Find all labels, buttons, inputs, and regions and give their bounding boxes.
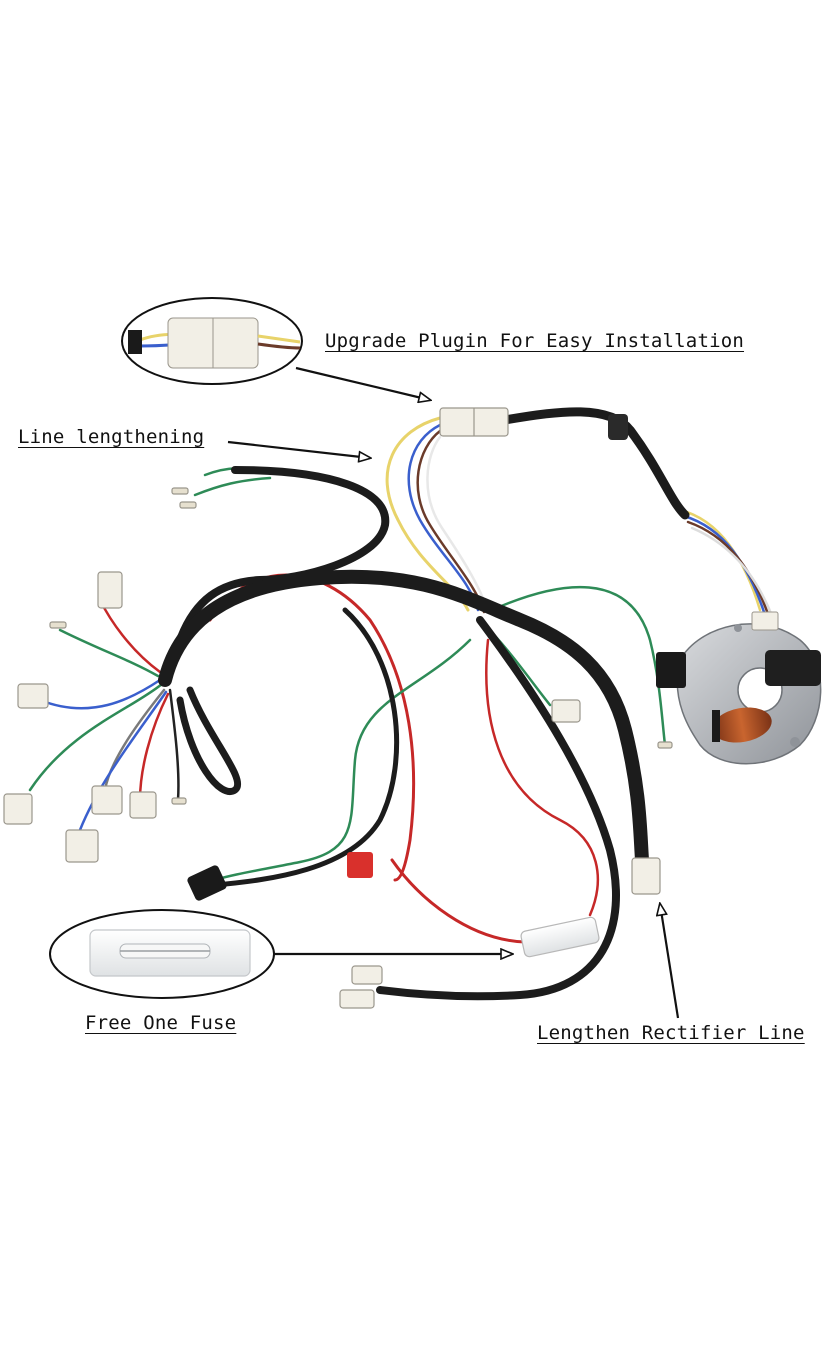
wire-green-a — [490, 585, 667, 747]
wire-red-right — [485, 638, 600, 917]
arrow-rectifier — [660, 904, 680, 1019]
wire-red — [208, 573, 416, 882]
rubber-plug — [187, 865, 227, 901]
rectifier-connector — [631, 857, 661, 895]
callout-lengthen-rectifier: Lengthen Rectifier Line — [537, 1022, 805, 1044]
stator-lead-yellow — [678, 508, 762, 612]
stator-connector — [751, 611, 779, 631]
plugin-inset — [121, 297, 303, 385]
wire-brown — [416, 429, 486, 614]
copper-coil-lower — [712, 707, 772, 743]
wire-blue — [407, 423, 480, 612]
coil-black-upper — [765, 650, 821, 686]
lower-sweep — [376, 616, 620, 1001]
cable-grommet — [608, 414, 628, 440]
callout-upgrade-plugin: Upgrade Plugin For Easy Installation — [325, 330, 745, 352]
callout-line-lengthening: Line lengthening — [18, 426, 205, 448]
left-loop — [176, 686, 242, 795]
callout-free-fuse: Free One Fuse — [85, 1012, 237, 1034]
top-loop-cable — [176, 466, 390, 644]
pickup-block — [656, 652, 686, 688]
arrow-upgrade — [295, 366, 430, 400]
stator-lead-brown — [686, 520, 770, 616]
stator-cable — [500, 407, 690, 520]
wire-red-fuse — [390, 858, 527, 944]
stator-lead-white — [690, 526, 774, 618]
black-harness — [158, 407, 690, 1001]
stator-assembly — [656, 611, 822, 765]
black-lead — [212, 607, 400, 888]
wire-white — [426, 435, 490, 614]
wire-green-b — [213, 638, 472, 882]
main-trunk — [158, 569, 649, 867]
red-terminal-cover — [347, 852, 373, 878]
inline-fuse — [520, 916, 600, 958]
fuse-inset — [49, 909, 275, 999]
callout-arrows — [227, 366, 680, 1019]
arrow-line — [227, 440, 370, 458]
connectors — [3, 407, 673, 1009]
